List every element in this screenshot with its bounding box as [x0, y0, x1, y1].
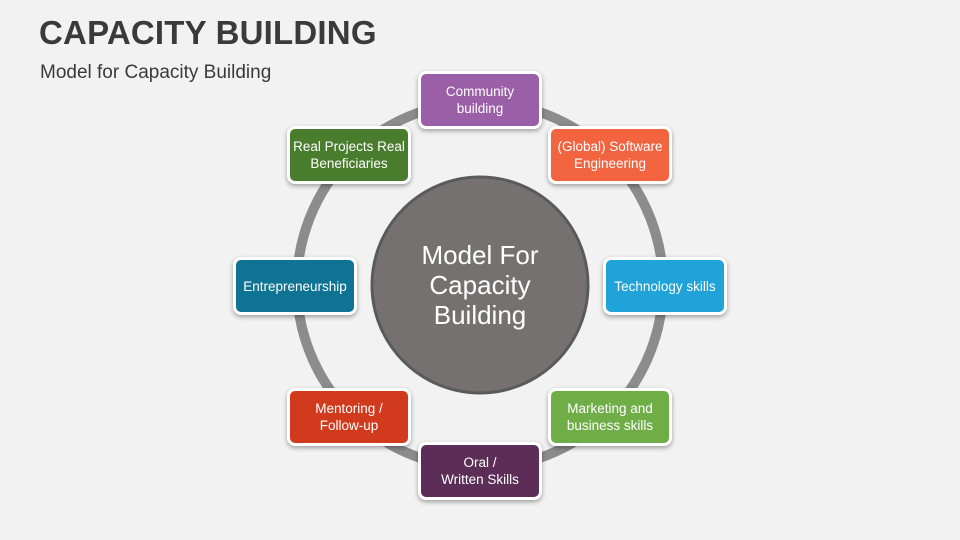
center-circle — [370, 175, 590, 395]
node-entrepreneurship: Entrepreneurship — [233, 257, 357, 315]
center-label: Model For Capacity Building — [421, 240, 539, 330]
node-oral-written-skills: Oral / Written Skills — [418, 442, 542, 500]
node-real-projects: Real Projects Real Beneficiaries — [287, 126, 411, 184]
node-global-software-engineering: (Global) Software Engineering — [548, 126, 672, 184]
node-mentoring-follow-up: Mentoring / Follow-up — [287, 388, 411, 446]
node-marketing-business-skills: Marketing and business skills — [548, 388, 672, 446]
node-community-building: Community building — [418, 71, 542, 129]
page-title: CAPACITY BUILDING — [39, 14, 377, 51]
node-technology-skills: Technology skills — [603, 257, 727, 315]
page-subtitle: Model for Capacity Building — [40, 62, 272, 83]
